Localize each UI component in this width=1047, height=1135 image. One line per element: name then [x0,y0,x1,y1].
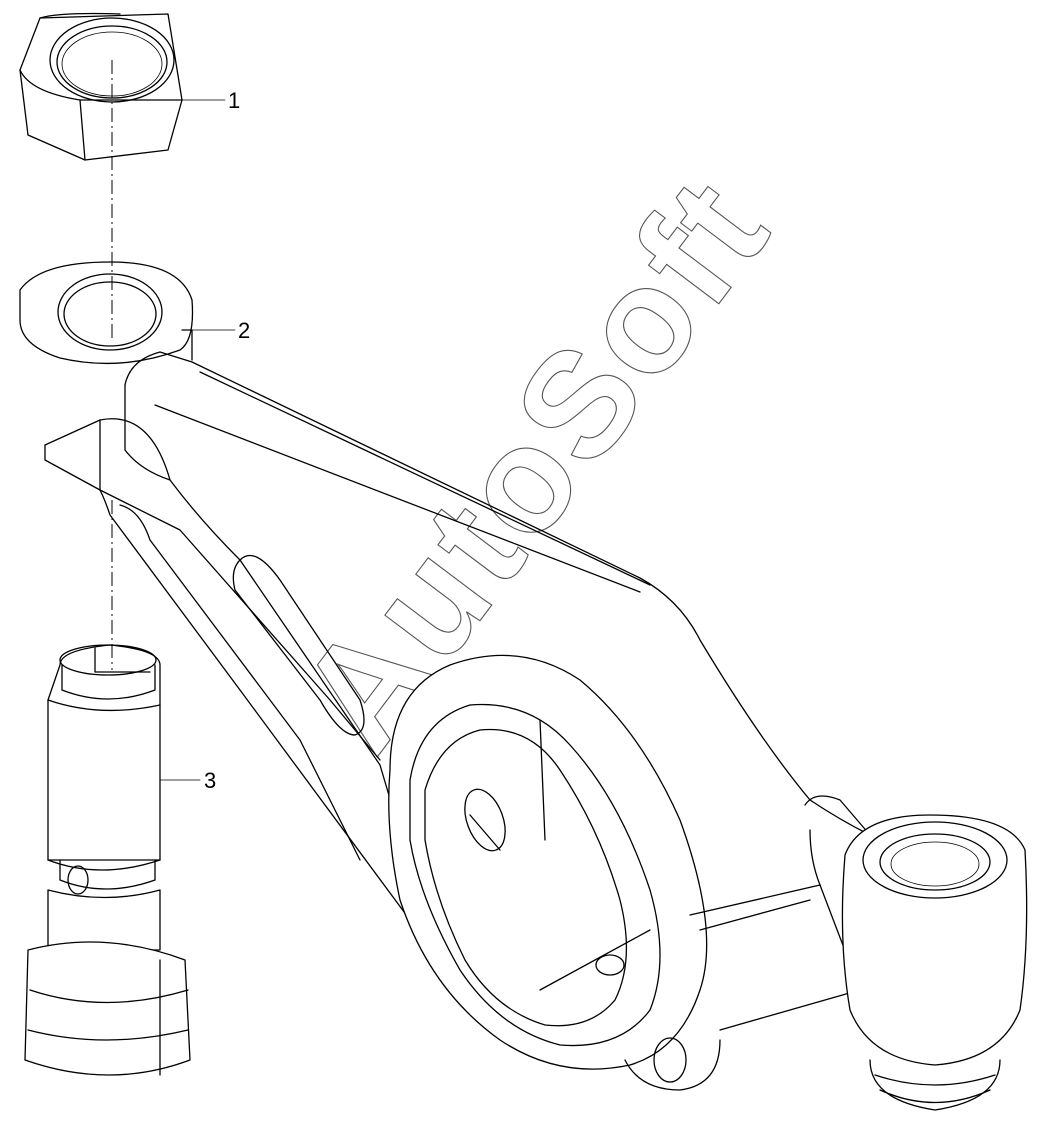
hex-nut-part-1 [19,12,183,161]
callout-number-2: 2 [238,318,250,343]
callout-3: 3 [159,768,216,793]
rocker-arm-body [44,351,871,1091]
washer-part-2 [19,261,194,365]
callout-number-1: 1 [228,88,240,113]
ball-end-socket [841,814,1028,1111]
callout-number-3: 3 [204,768,216,793]
callout-1: 1 [181,88,240,113]
adjusting-screw-part-3 [24,644,191,1076]
callout-2: 2 [191,318,250,343]
